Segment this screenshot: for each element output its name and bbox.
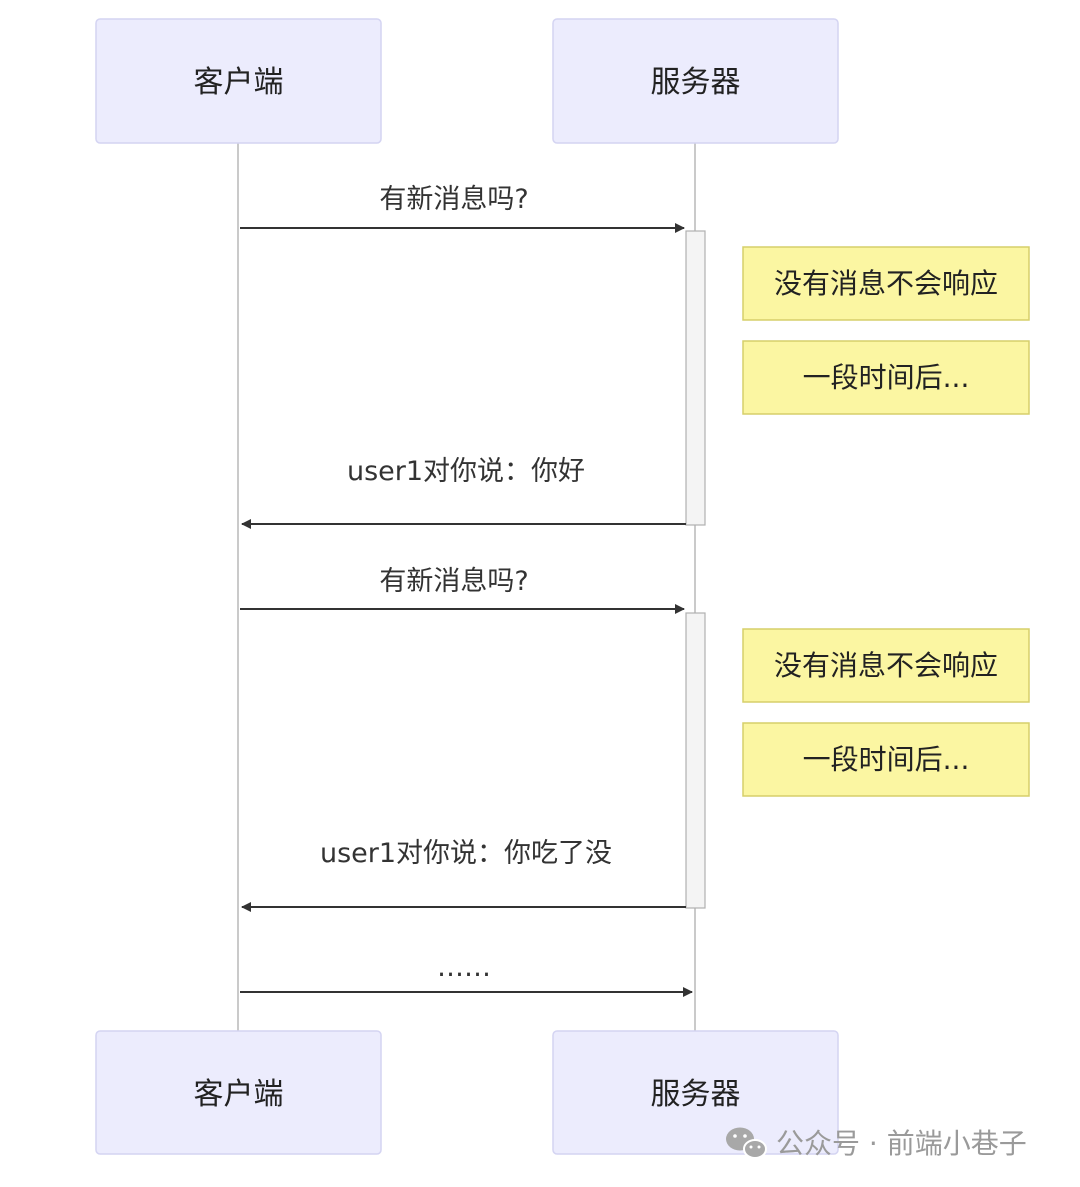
note-text: 没有消息不会响应 [774, 267, 998, 300]
note-text: 一段时间后... [803, 361, 970, 394]
server-actor-bottom: 服务器 [552, 1030, 839, 1155]
watermark: 公众号 · 前端小巷子 [726, 1127, 1027, 1160]
note-text: 没有消息不会响应 [774, 649, 998, 682]
message-label: 有新消息吗? [379, 184, 528, 215]
watermark-text: 公众号 · 前端小巷子 [776, 1127, 1027, 1160]
message-request: 有新消息吗? [240, 184, 685, 233]
message-request: …… [240, 952, 693, 997]
note: 一段时间后... [742, 340, 1030, 415]
server-actor-label: 服务器 [651, 65, 741, 100]
note: 没有消息不会响应 [742, 246, 1030, 321]
client-actor-top: 客户端 [95, 18, 382, 144]
message-label: …… [437, 952, 491, 983]
client-actor-bottom: 客户端 [95, 1030, 382, 1155]
note: 没有消息不会响应 [742, 628, 1030, 703]
message-response: user1对你说：你好 [241, 456, 686, 529]
note: 一段时间后... [742, 722, 1030, 797]
message-label: user1对你说：你吃了没 [320, 838, 612, 869]
wechat-icon [726, 1127, 767, 1159]
server-actor-label: 服务器 [651, 1077, 741, 1112]
message-response: user1对你说：你吃了没 [241, 838, 686, 912]
message-request: 有新消息吗? [240, 566, 685, 614]
client-actor-label: 客户端 [194, 65, 284, 100]
client-actor-label: 客户端 [194, 1077, 284, 1112]
server-actor-top: 服务器 [552, 18, 839, 144]
message-label: user1对你说：你好 [347, 456, 585, 487]
note-text: 一段时间后... [803, 743, 970, 776]
message-label: 有新消息吗? [379, 566, 528, 597]
server-activation-bar [685, 612, 706, 909]
server-activation-bar [685, 230, 706, 526]
